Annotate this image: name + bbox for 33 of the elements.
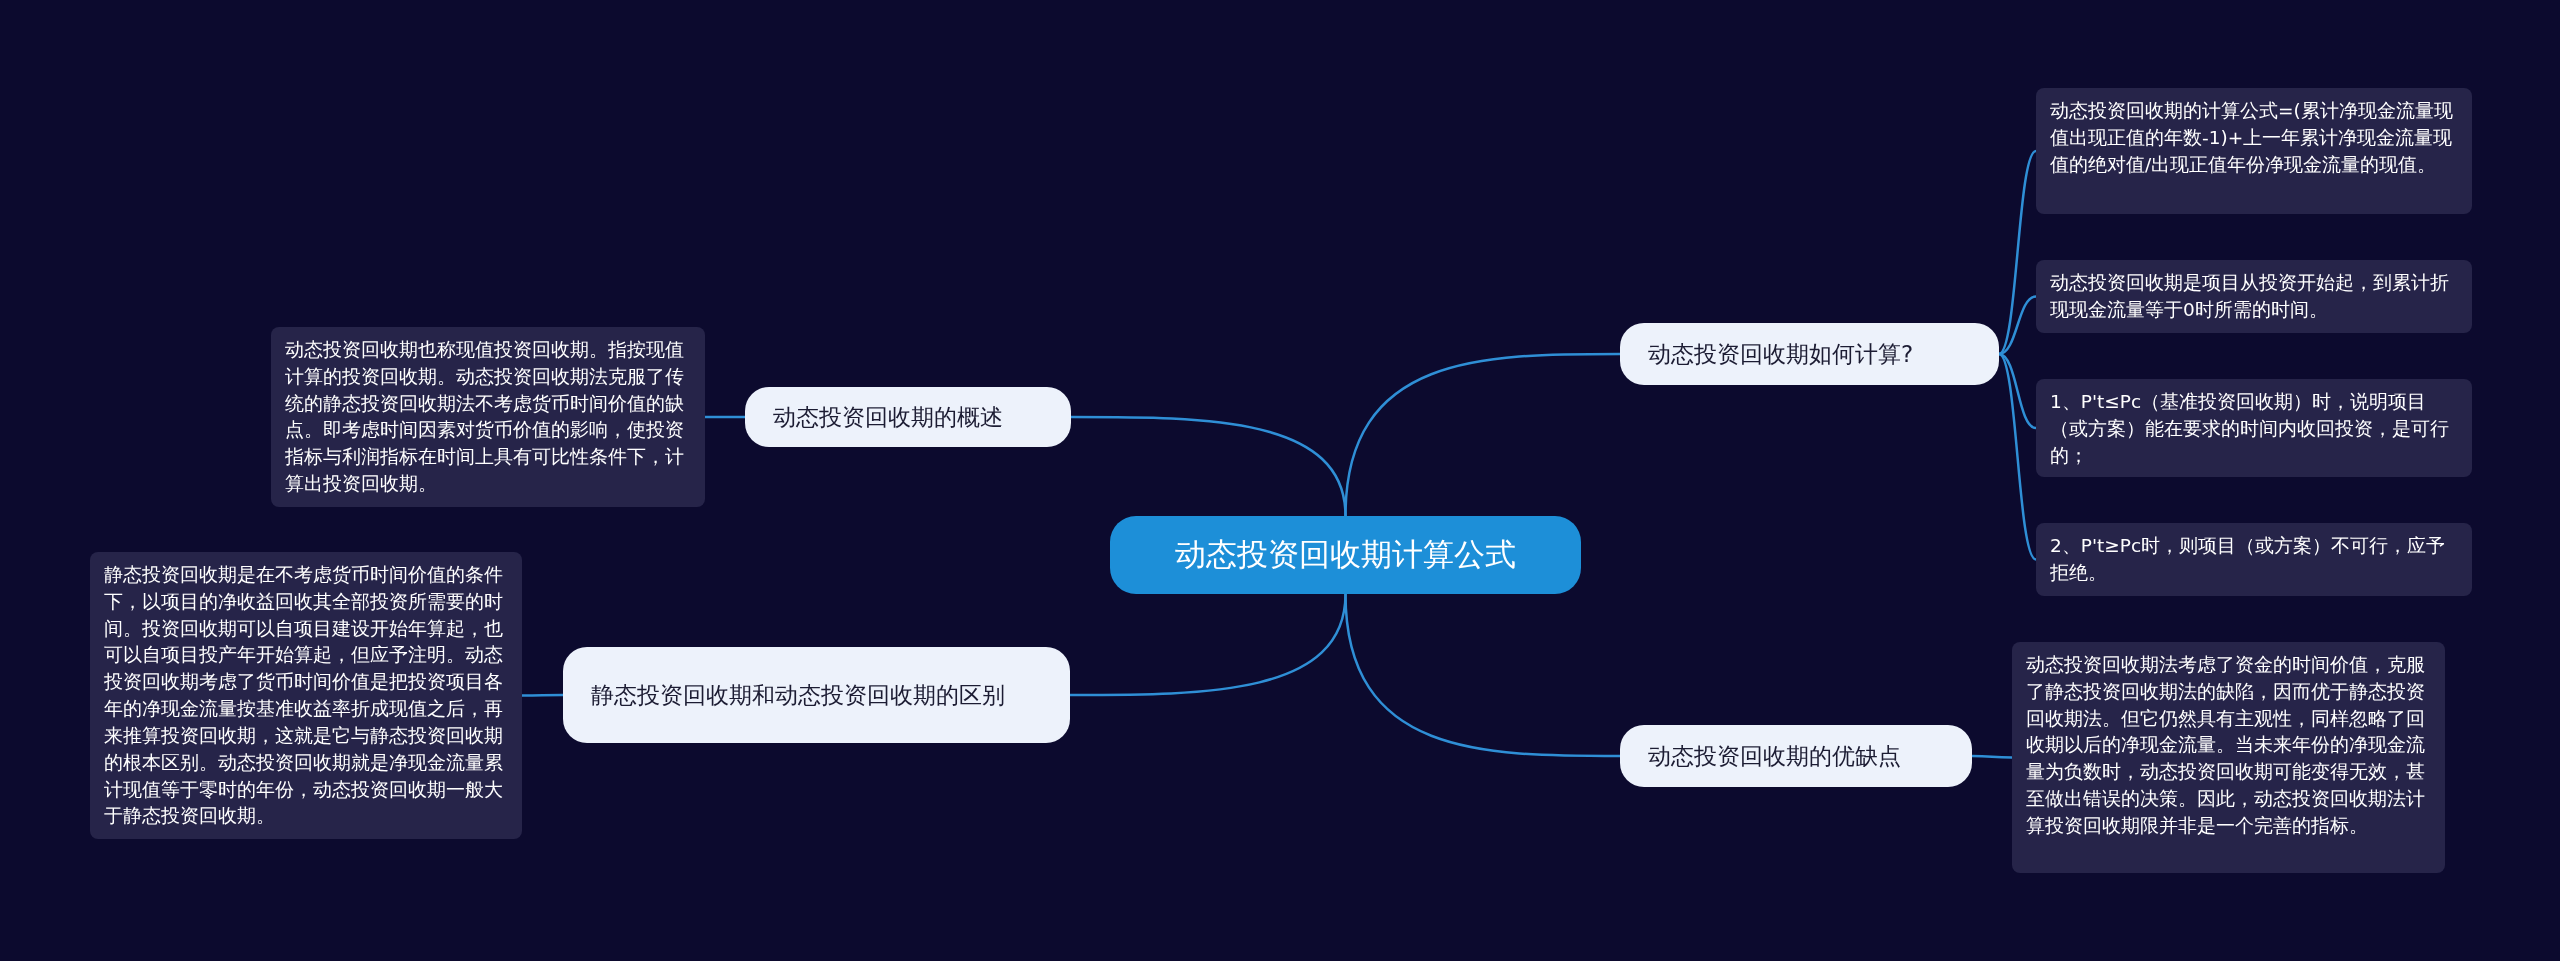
topic-label: 动态投资回收期如何计算? — [1648, 339, 1914, 369]
connector-line — [1998, 352, 2037, 430]
note-text: 动态投资回收期的计算公式=(累计净现金流量现值出现正值的年数-1)+上一年累计净现金流量现值的绝对值/出现正值年份净现金流量的现值。 — [2050, 100, 2453, 175]
note-text: 动态投资回收期法考虑了资金的时间价值，克服了静态投资回收期法的缺陷，因而优于静态投资回收期法。但它仍然具有主观性，同样忽略了回收期以后的净现金流量。当未来年份的净现金流量为负数时，动态投资回收期可能变得无效，甚至做出错误的决策。因此，动态投资回收期法计算投资回收期限并非是一个完善的指标。 — [2026, 654, 2425, 836]
topic-box — [1620, 323, 1999, 385]
note-box — [2036, 523, 2472, 596]
topic-label: 静态投资回收期和动态投资回收期的区别 — [591, 680, 1005, 710]
topic-box — [563, 647, 1070, 743]
connector-line — [522, 693, 563, 697]
connector-line — [705, 415, 745, 419]
connector-line — [1344, 593, 1620, 758]
note-box — [2036, 88, 2472, 214]
note-text: 静态投资回收期是在不考虑货币时间价值的条件下，以项目的净收益回收其全部投资所需要的时间。投资回收期可以自项目建设开始年算起，也可以自项目投产年开始算起，但应予注明。动态投资回收期考虑了货币时间价值是把投资项目各年的净现金流量按基准收益率折成现值之后，再来推算投资回收期，这就是它与静态投资回收期的根本区别。动态投资回收期就是净现金流量累计现值等于零时的年份，动态投资回收期一般大于静态投资回收期。 — [104, 564, 503, 827]
connector-line — [1998, 150, 2037, 355]
topic-box — [745, 387, 1071, 447]
note-text: 动态投资回收期也称现值投资回收期。指按现值计算的投资回收期。动态投资回收期法克服了传统的静态投资回收期法不考虑货币时间价值的缺点。即考虑时间因素对货币价值的影响，使投资指标与利润指标在时间上具有可比性条件下，计算出投资回收期。 — [285, 339, 684, 495]
topic-label: 动态投资回收期的概述 — [773, 402, 1003, 432]
note-box — [2036, 260, 2472, 333]
connector-line — [1071, 415, 1347, 517]
connector-line — [1998, 295, 2037, 356]
note-text: 2、P't≥Pc时，则项目（或方案）不可行，应予拒绝。 — [2050, 535, 2446, 583]
note-box — [271, 327, 705, 507]
central-topic — [1110, 516, 1581, 594]
connector-line — [1998, 353, 2037, 561]
topic-box — [1620, 725, 1972, 787]
note-text: 1、P't≤Pc（基准投资回收期）时，说明项目（或方案）能在要求的时间内收回投资，是可行的； — [2050, 391, 2449, 466]
note-text: 动态投资回收期是项目从投资开始起，到累计折现现金流量等于0时所需的时间。 — [2050, 272, 2449, 320]
note-box — [2036, 379, 2472, 477]
note-box — [90, 552, 522, 839]
note-box — [2012, 642, 2445, 873]
topic-label: 动态投资回收期计算公式 — [1175, 535, 1516, 574]
connector-line — [1972, 754, 2012, 759]
topic-label: 动态投资回收期的优缺点 — [1648, 741, 1901, 771]
